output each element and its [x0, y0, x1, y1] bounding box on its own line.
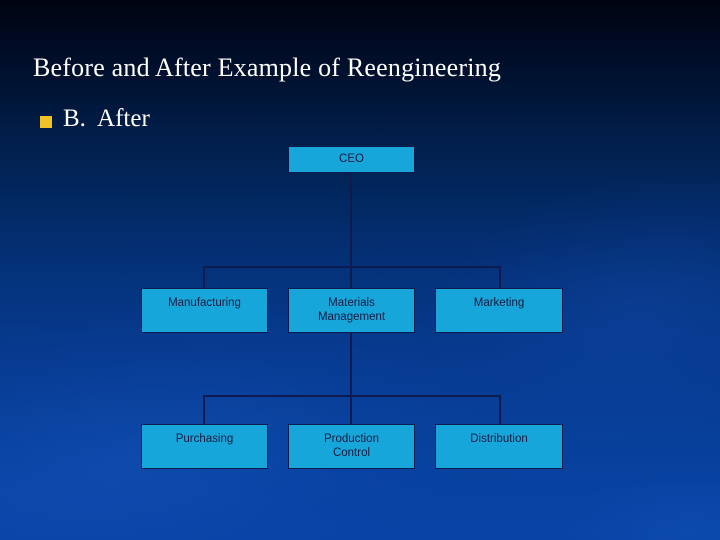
connector-drop-distribution [499, 395, 501, 425]
org-node-materials-management[interactable]: Materials Management [288, 288, 415, 333]
connector-level2-bus [203, 266, 501, 268]
slide-title: Before and After Example of Reengineerin… [33, 53, 502, 82]
connector-drop-purchasing [203, 395, 205, 425]
org-node-manufacturing[interactable]: Manufacturing [141, 288, 268, 333]
org-node-marketing-line-1: Marketing [473, 297, 525, 309]
square-bullet-icon [40, 115, 52, 128]
connector-drop-materials-management [350, 266, 352, 289]
bullet-list-item: B. After [40, 104, 150, 134]
org-node-ceo-line-1: CEO [339, 153, 364, 165]
org-node-materials-management-line-1: Materials [328, 297, 375, 309]
org-node-distribution-line-1: Distribution [470, 433, 528, 445]
connector-drop-manufacturing [203, 266, 205, 289]
org-node-purchasing[interactable]: Purchasing [141, 424, 268, 469]
org-node-marketing[interactable]: Marketing [435, 288, 563, 333]
org-node-purchasing-line-1: Purchasing [175, 433, 234, 445]
org-node-production-control[interactable]: Production Control [288, 424, 415, 469]
connector-level3-bus [203, 395, 501, 397]
org-node-production-control-line-1: Production [324, 433, 379, 445]
org-node-materials-management-line-2: Management [317, 311, 386, 323]
bullet-item-label: B. After [63, 105, 150, 132]
org-node-manufacturing-line-1: Manufacturing [168, 297, 241, 309]
org-node-ceo[interactable]: CEO [288, 146, 415, 173]
org-node-distribution[interactable]: Distribution [435, 424, 563, 469]
org-node-production-control-line-2: Control [332, 447, 371, 459]
connector-drop-marketing [499, 266, 501, 289]
connector-materials-management-stem [350, 333, 352, 397]
connector-drop-production-control [350, 395, 352, 425]
connector-ceo-stem [350, 172, 352, 268]
